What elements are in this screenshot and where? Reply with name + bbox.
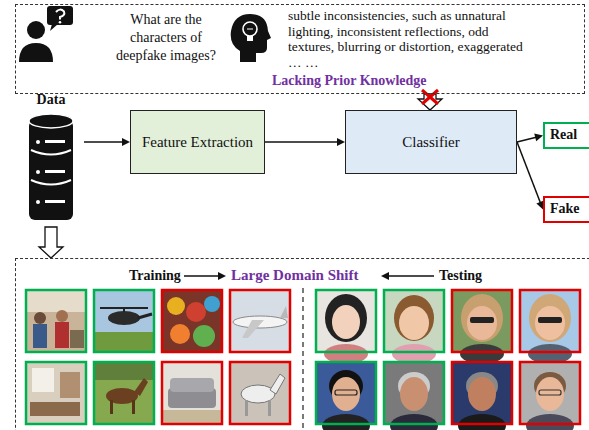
box-label: Classifier <box>402 133 460 151</box>
flow-arrow <box>265 138 345 146</box>
face-thumbnail <box>452 362 512 430</box>
process-box: Classifier <box>345 110 517 174</box>
photo-thumbnail <box>230 362 290 424</box>
photo-thumbnail <box>230 290 290 352</box>
face-thumbnail <box>520 362 580 430</box>
training-label: Training <box>129 268 181 284</box>
divider-line <box>302 288 303 430</box>
flow-arrow <box>517 142 544 210</box>
testing-images <box>316 290 580 430</box>
photo-thumbnail <box>26 290 86 352</box>
photo-thumbnail <box>162 290 222 352</box>
photo-thumbnail <box>26 362 86 424</box>
idea-head-icon <box>231 14 271 62</box>
prior-knowledge-band: What are the characters of deepfake imag… <box>15 4 585 94</box>
face-thumbnail <box>520 290 580 364</box>
photo-thumbnail <box>94 362 154 424</box>
face-thumbnail <box>384 290 444 364</box>
box-label: Feature Extraction <box>142 133 253 151</box>
data-label: Data <box>18 92 84 108</box>
question-text: What are the characters of deepfake imag… <box>108 11 224 65</box>
photo-thumbnail <box>162 362 222 424</box>
face-thumbnail <box>316 362 376 430</box>
band-heading: Large Domain Shift <box>231 267 359 284</box>
asking-person-icon <box>19 6 73 62</box>
database-icon <box>29 114 73 220</box>
flow-arrow <box>84 138 130 146</box>
face-thumbnail <box>384 362 444 430</box>
photo-thumbnail <box>94 290 154 352</box>
band-heading: Lacking Prior Knowledge <box>272 73 427 89</box>
output-box: Real <box>543 122 589 149</box>
training-images <box>26 290 290 424</box>
flow-arrow <box>517 134 543 142</box>
box-label: Fake <box>550 201 580 218</box>
data-store: Data <box>18 92 84 227</box>
domain-band: Training Large Domain Shift Testing <box>15 258 589 430</box>
output-box: Fake <box>543 196 589 223</box>
face-thumbnail <box>452 290 512 364</box>
testing-label: Testing <box>439 268 482 284</box>
process-box: Feature Extraction <box>130 110 265 174</box>
blocked-cross <box>422 90 438 104</box>
hollow-arrow <box>39 227 63 258</box>
box-label: Real <box>550 127 577 144</box>
answer-text: subtle inconsistencies, such as unnatura… <box>288 8 530 70</box>
face-thumbnail <box>316 290 376 364</box>
